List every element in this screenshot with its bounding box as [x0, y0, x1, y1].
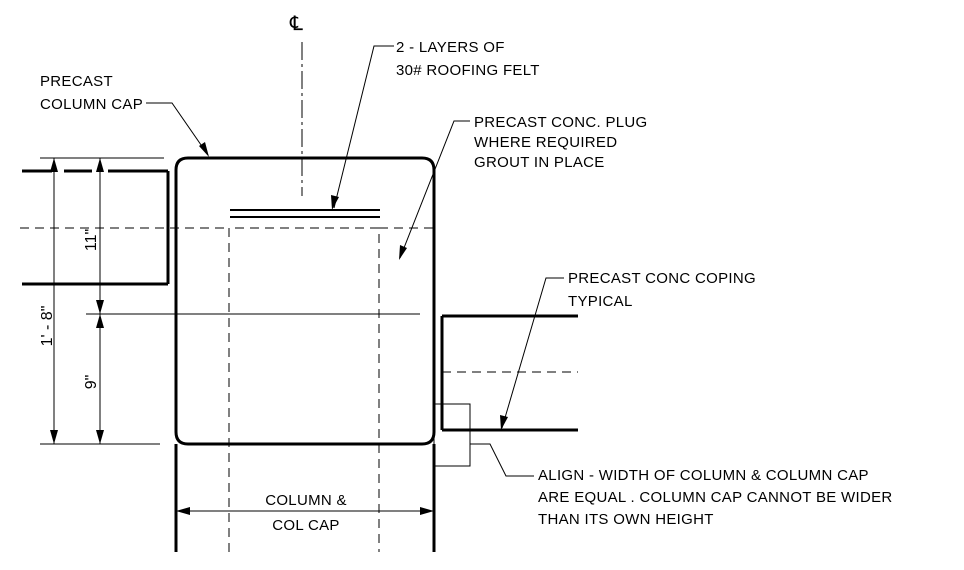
dim-overall-height: 1' - 8"	[39, 306, 56, 347]
column-cap-leader	[146, 102, 209, 156]
label-align-2: ARE EQUAL . COLUMN CAP CANNOT BE WIDER	[538, 489, 893, 506]
coping-arrow	[500, 415, 508, 430]
label-align-1: ALIGN - WIDTH OF COLUMN & COLUMN CAP	[538, 467, 869, 484]
dim-arrow-width-right	[420, 507, 434, 515]
column-cap-arrow	[199, 142, 209, 157]
dim-lower-height: 9"	[83, 375, 100, 390]
dim-arrow-width-left	[176, 507, 190, 515]
label-column-cap-2: COLUMN CAP	[40, 96, 143, 113]
label-coping-2: TYPICAL	[568, 293, 633, 310]
label-coping-1: PRECAST CONC COPING	[568, 270, 756, 287]
roofing-felt-arrow	[331, 195, 339, 210]
label-align-3: THAN ITS OWN HEIGHT	[538, 511, 714, 528]
align-callout-box	[433, 403, 471, 467]
column-cap-outline	[174, 156, 436, 446]
plug-leader	[399, 120, 470, 259]
dim-upper-height: 11"	[83, 229, 100, 251]
dim-arrow-lower-top	[96, 314, 104, 328]
label-plug-2: WHERE REQUIRED	[474, 134, 617, 151]
dim-arrow-upper-bottom	[96, 300, 104, 314]
hidden-plug-outline	[228, 227, 380, 552]
dim-arrow-upper-top	[96, 158, 104, 172]
dim-arrow-overall-top	[50, 158, 58, 172]
roofing-felt-leader	[333, 45, 394, 209]
label-column-width-1: COLUMN &	[265, 492, 347, 509]
label-column-cap-1: PRECAST	[40, 73, 113, 90]
label-roofing-felt-1: 2 - LAYERS OF	[396, 39, 505, 56]
centerline-symbol: ℄	[289, 13, 303, 35]
dim-arrow-overall-bottom	[50, 430, 58, 444]
dim-arrow-lower-bottom	[96, 430, 104, 444]
coping-leader	[501, 277, 564, 429]
label-plug-1: PRECAST CONC. PLUG	[474, 114, 648, 131]
label-roofing-felt-2: 30# ROOFING FELT	[396, 62, 540, 79]
align-leader	[470, 443, 534, 477]
label-plug-3: GROUT IN PLACE	[474, 154, 605, 171]
plug-arrow	[399, 245, 407, 260]
label-column-width-2: COL CAP	[272, 517, 339, 534]
